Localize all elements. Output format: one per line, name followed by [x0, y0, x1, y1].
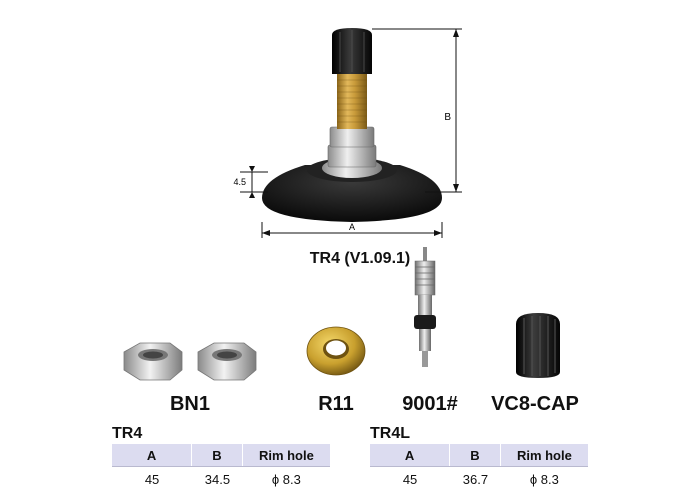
header-a: A: [370, 444, 451, 466]
header-a: A: [112, 444, 193, 466]
table-title-tr4: TR4: [112, 425, 143, 442]
part-label-r11: R11: [318, 393, 354, 415]
cell-rim-hole: ϕ 8.3: [529, 471, 559, 487]
valve-diagram: B 4.5 A: [233, 28, 462, 238]
valve-cap-icon: [516, 313, 560, 378]
dim-b-label: B: [444, 112, 451, 123]
header-b: B: [450, 444, 501, 466]
hex-nut-lower: [327, 144, 377, 168]
hex-nut-upper: [329, 126, 375, 148]
table-row: 45 34.5 ϕ 8.3: [112, 466, 330, 492]
brass-stem: [337, 72, 367, 129]
valve-core-icon: [414, 247, 436, 367]
cell-b: 36.7: [462, 471, 489, 487]
cell-a: 45: [144, 471, 160, 487]
table-divider-tr4: [112, 466, 330, 467]
cell-a: 45: [402, 471, 418, 487]
dim-a-label: A: [349, 222, 355, 232]
model-title: TR4 (V1.09.1): [309, 250, 411, 267]
table-title-tr4l: TR4L: [370, 425, 410, 442]
hex-nut-icon: [123, 342, 257, 381]
rubber-base: [262, 165, 442, 222]
header-rim-hole: Rim hole: [500, 444, 588, 466]
cell-rim-hole: ϕ 8.3: [271, 471, 301, 487]
part-label-vc8-cap: VC8-CAP: [491, 393, 579, 415]
spec-table-tr4l: A B Rim hole 45 36.7 ϕ 8.3: [370, 444, 588, 492]
table-divider-tr4l: [370, 466, 588, 467]
header-rim-hole: Rim hole: [242, 444, 330, 466]
spec-table-tr4: A B Rim hole 45 34.5 ϕ 8.3: [112, 444, 330, 492]
rim-washer-icon: [306, 326, 366, 376]
table-row: 45 36.7 ϕ 8.3: [370, 466, 588, 492]
dim-height-label: 4.5: [233, 177, 246, 187]
cell-b: 34.5: [204, 471, 231, 487]
header-b: B: [192, 444, 243, 466]
part-label-9001: 9001#: [402, 393, 458, 415]
part-label-bn1: BN1: [169, 393, 210, 415]
